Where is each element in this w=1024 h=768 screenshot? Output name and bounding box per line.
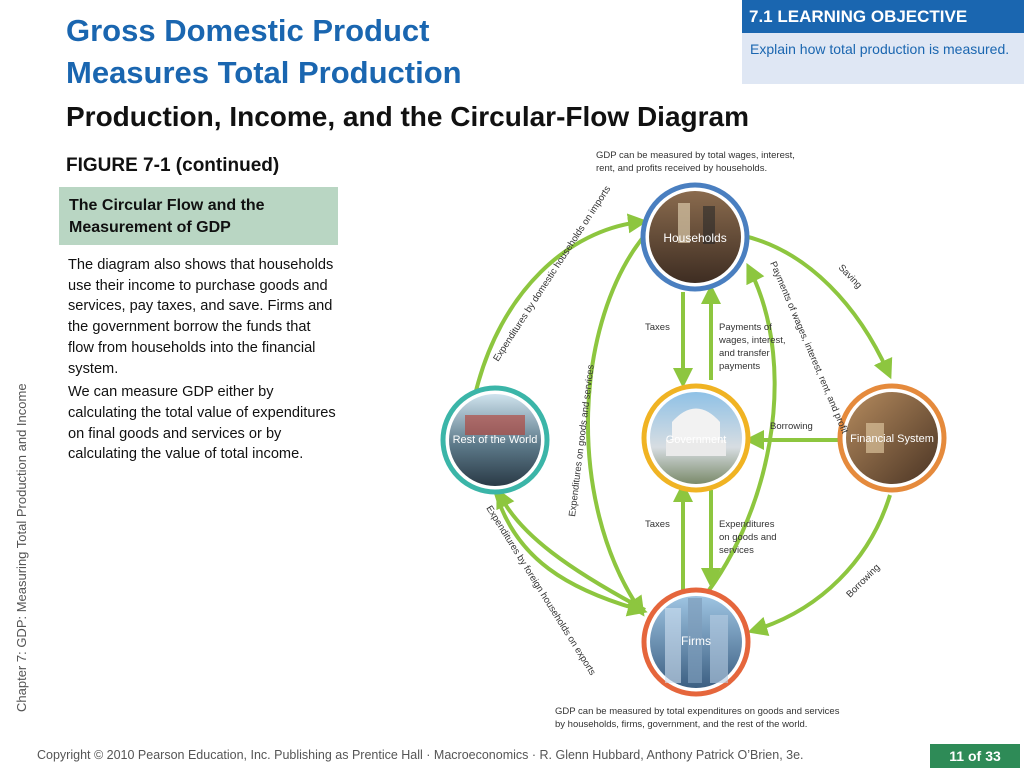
label-exp-exports: Expenditures by foreign households on ex… [483, 504, 597, 678]
chapter-sidebar: Chapter 7: GDP: Measuring Total Producti… [14, 362, 30, 727]
body-text: The diagram also shows that households u… [68, 255, 336, 468]
page-total: 33 [985, 748, 1001, 764]
node-government-label: Government [666, 434, 727, 446]
label-transfer-2: wages, interest, [718, 335, 786, 346]
label-saving: Saving [836, 262, 864, 291]
node-households: Households [640, 182, 750, 292]
label-transfer-3: and transfer [719, 348, 770, 359]
copyright-footer: Copyright © 2010 Pearson Education, Inc.… [37, 748, 804, 762]
label-transfer-1: Payments of [719, 322, 772, 333]
arrow-imports [473, 213, 648, 396]
title-line-2: Measures Total Production [66, 54, 462, 90]
node-financial-label: Financial System [850, 433, 934, 445]
arrow-exports [493, 489, 648, 617]
node-financial-system: Financial System [837, 383, 947, 493]
label-gov-exp-3: services [719, 545, 754, 556]
label-top-note-1: GDP can be measured by total wages, inte… [596, 150, 795, 161]
label-taxes-top: Taxes [645, 322, 670, 333]
title-line-1: Gross Domestic Product [66, 13, 430, 48]
page-of: of [968, 748, 982, 764]
page-current: 11 [949, 748, 964, 764]
node-firms: Firms [641, 587, 751, 697]
learning-objective-header: 7.1 LEARNING OBJECTIVE [742, 0, 1024, 33]
label-taxes-bottom: Taxes [645, 519, 670, 530]
body-paragraph-1: The diagram also shows that households u… [68, 257, 334, 377]
node-government: Government [641, 383, 751, 493]
node-rest-label: Rest of the World [453, 434, 538, 446]
label-borrowing-mid: Borrowing [770, 421, 813, 432]
learning-objective-text: Explain how total production is measured… [750, 41, 1010, 57]
label-top-note-2: rent, and profits received by households… [596, 163, 767, 174]
figure-label: FIGURE 7-1 (continued) [66, 155, 280, 176]
circular-flow-diagram: Households Rest of the World Government … [440, 150, 947, 730]
label-transfer-4: payments [719, 361, 760, 372]
node-rest-of-world: Rest of the World [440, 385, 550, 495]
label-exp-goods-vertical: Expenditures on goods and services [567, 364, 597, 518]
label-payments-wages: Payments of wages, interest, rent, and p… [767, 260, 850, 436]
body-paragraph-2: We can measure GDP either by calculating… [68, 384, 336, 463]
node-firms-label: Firms [681, 634, 711, 648]
slide-title: Gross Domestic Product Measures Total Pr… [66, 10, 462, 94]
node-households-label: Households [663, 231, 726, 245]
label-bottom-note-1: GDP can be measured by total expenditure… [555, 706, 840, 717]
arrow-wages-profit [693, 262, 777, 610]
arrow-exp-goods [585, 233, 647, 617]
label-gov-exp-2: on goods and [719, 532, 777, 543]
arrow-firm-world [496, 487, 646, 612]
arrow-saving [739, 233, 893, 380]
label-gov-exp-1: Expenditures [719, 519, 775, 530]
arrow-borrowing-bottom [747, 494, 892, 637]
flow-arrows [473, 213, 893, 637]
label-bottom-note-2: by households, firms, government, and th… [555, 719, 807, 730]
chapter-sidebar-text: Chapter 7: GDP: Measuring Total Producti… [14, 383, 29, 712]
figure-caption: The Circular Flow and the Measurement of… [59, 187, 338, 245]
slide-subtitle: Production, Income, and the Circular-Flo… [66, 101, 749, 132]
label-exp-imports: Expenditures by domestic households on i… [491, 184, 613, 364]
